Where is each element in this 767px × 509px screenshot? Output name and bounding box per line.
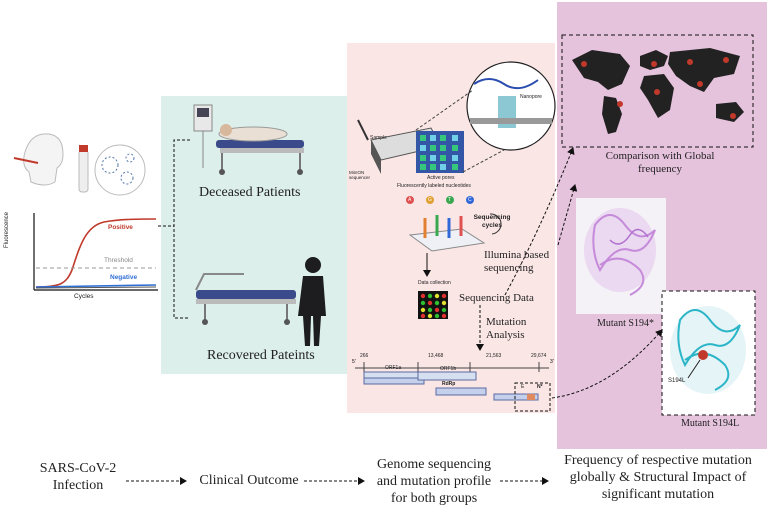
genome-pos-13468: 13,468 — [428, 353, 444, 359]
n-gene-label: N* — [537, 384, 543, 390]
n-gene-highlight — [514, 382, 551, 412]
illumina-flowcell — [408, 213, 502, 252]
genome-3-prime: 3' — [550, 359, 554, 365]
nucleotide-t: T — [448, 197, 452, 203]
positive-curve — [35, 218, 157, 288]
global-comparison-label: Comparison with Global frequency — [605, 150, 715, 175]
genome-map — [355, 362, 551, 412]
pcr-x-axis-label: Cycles — [74, 293, 94, 300]
deceased-patient-illustration — [193, 104, 304, 175]
recovered-patients-label: Recovered Pateints — [207, 348, 315, 363]
nucleotide-g: G — [428, 197, 432, 203]
nucleotide-c: C — [468, 197, 472, 203]
sample-label: Sample — [370, 135, 387, 141]
data-collection-heatmap — [418, 291, 448, 319]
world-map — [561, 34, 754, 148]
connector-arrows — [126, 139, 663, 485]
flow-step-genome-sequencing: Genome sequencing and mutation profile f… — [376, 457, 492, 506]
genome-pos-21563: 21,563 — [486, 353, 502, 359]
sequencing-data-label: Sequencing Data — [459, 292, 534, 304]
flow-step-clinical-outcome: Clinical Outcome — [199, 473, 299, 488]
genome-pos-29674: 29,674 — [531, 353, 547, 359]
genome-5-prime: 5' — [352, 359, 356, 365]
active-pores-label: Active pores — [427, 175, 455, 181]
fluorescent-nucleotides-label: Fluorescently labeled nucleotides — [397, 183, 471, 189]
pcr-y-axis-label: Fluorescence — [4, 211, 10, 248]
mutant-s194star-label: Mutant S194* — [597, 318, 654, 329]
orf1a-box — [363, 371, 425, 379]
deceased-patients-label: Deceased Patients — [199, 185, 301, 200]
minion-label: MinION sequencer — [349, 170, 371, 180]
protein-structure-s194star — [576, 198, 666, 314]
rdrp-label: RdRp — [442, 381, 456, 387]
nucleotide-a: A — [408, 197, 412, 203]
orf1b-label: ORF1b — [440, 366, 457, 372]
orf1a-label: ORF1a — [385, 365, 402, 371]
nucleotide-dots — [406, 196, 474, 204]
protein-structure-s194l — [661, 290, 756, 416]
mutation-analysis-label: Mutation Analysis — [486, 316, 527, 341]
recovered-patient-illustration — [195, 257, 326, 346]
nanopore-zoom-circle — [415, 61, 556, 173]
e-gene-label: E — [521, 384, 525, 390]
sequencing-cycles-label: Sequencing cycles — [473, 214, 511, 229]
flow-step-global-frequency: Frequency of respective mutation globall… — [564, 453, 752, 502]
pcr-positive-label: Positive — [108, 224, 133, 231]
pcr-negative-label: Negative — [110, 274, 138, 281]
negative-curve — [35, 284, 157, 288]
mutant-s194l-label: Mutant S194L — [681, 418, 740, 429]
patient-swab-illustration — [13, 133, 146, 196]
active-pores-grid — [416, 131, 464, 173]
s194l-residue-label: S194L — [668, 378, 686, 384]
orf1b-box — [417, 371, 477, 381]
flow-step-infection: SARS-CoV-2 Infection — [39, 461, 117, 493]
pcr-threshold-label: Threshold — [104, 257, 133, 264]
data-collection-label: Data collection — [418, 280, 451, 286]
illumina-label: Illumina based sequencing — [484, 249, 550, 274]
genome-pos-266: 266 — [360, 353, 369, 359]
nanopore-label: Nanopore — [520, 94, 542, 100]
pcr-amplification-chart — [33, 213, 158, 291]
